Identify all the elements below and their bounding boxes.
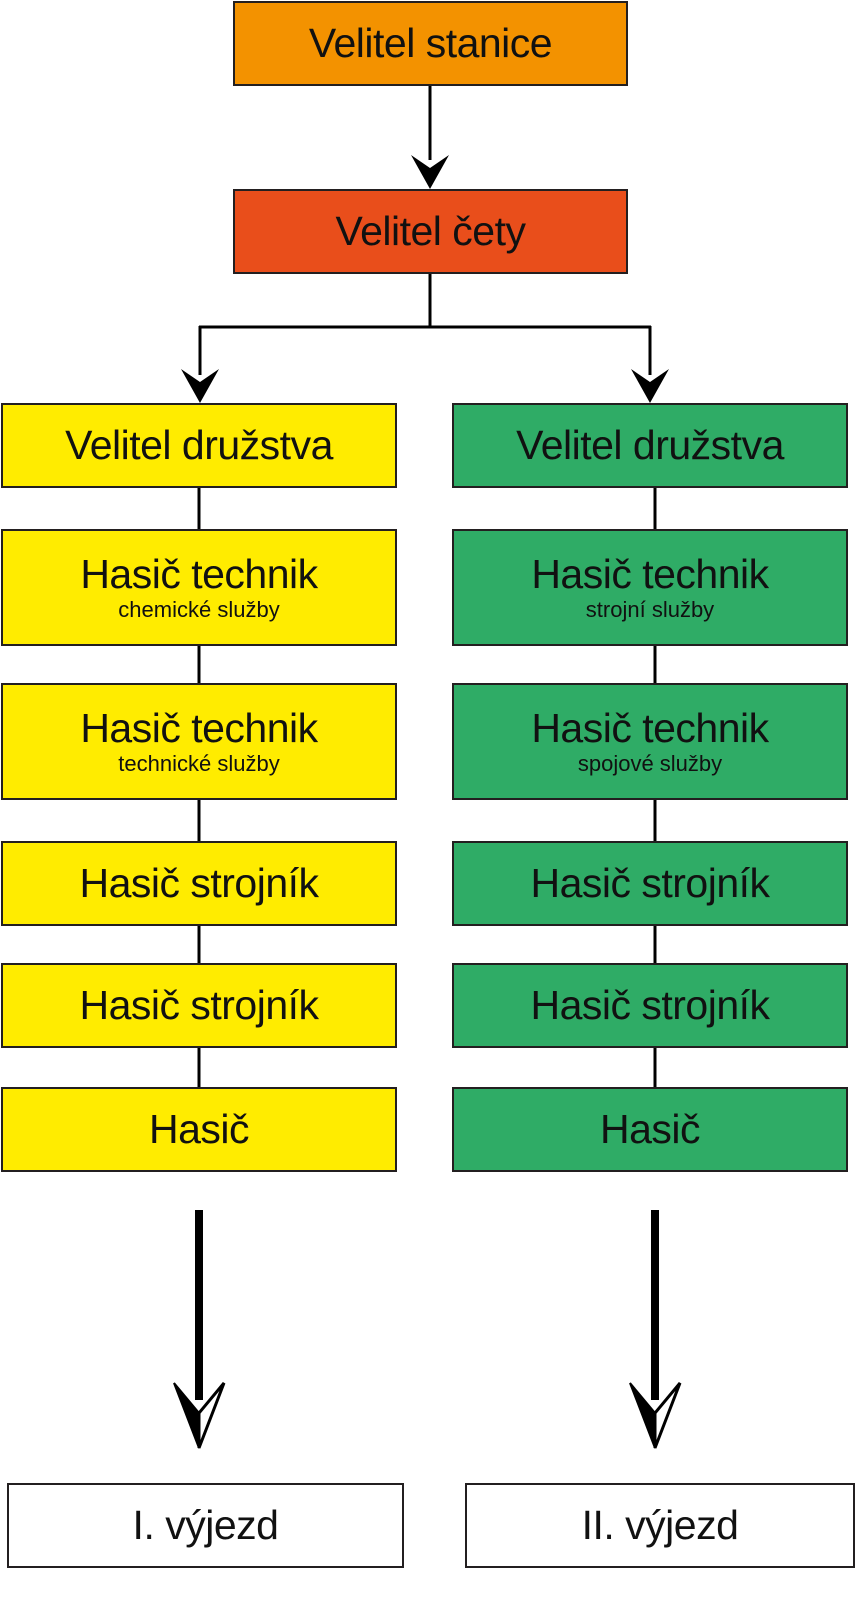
arrow-head-icon [181,369,219,403]
box-title: Velitel stanice [308,19,553,66]
dispatch-arrow-right-icon [629,1210,682,1449]
box-title: Hasič strojník [79,859,319,906]
left-machinist-box-1: Hasič strojník [1,841,397,926]
right-machinist-box-1: Hasič strojník [452,841,848,926]
dispatch-arrow-left-icon [173,1210,226,1449]
left-machinist-box-2: Hasič strojník [1,963,397,1048]
box-title: Hasič technik [80,551,318,598]
box-title: Hasič technik [531,551,769,598]
box-title: Hasič [599,1105,701,1152]
right-firefighter-box: Hasič [452,1087,848,1172]
left-technician-technical-box: Hasič technik technické služby [1,683,397,800]
box-title: II. výjezd [581,1501,739,1548]
platoon-commander-box: Velitel čety [233,189,628,274]
arrow-head-icon [631,369,669,403]
right-technician-communication-box: Hasič technik spojové služby [452,683,848,800]
box-title: Hasič technik [531,705,769,752]
box-subtitle: strojní služby [585,597,715,623]
box-title: Hasič strojník [530,981,770,1028]
right-technician-machine-box: Hasič technik strojní služby [452,529,848,646]
dispatch-second-box: II. výjezd [465,1483,855,1568]
right-squad-commander-box: Velitel družstva [452,403,848,488]
left-squad-commander-box: Velitel družstva [1,403,397,488]
box-title: I. výjezd [132,1501,279,1548]
box-subtitle: spojové služby [577,751,723,777]
right-machinist-box-2: Hasič strojník [452,963,848,1048]
arrow-head-icon [411,155,449,189]
box-subtitle: chemické služby [118,597,280,623]
box-title: Hasič technik [80,705,318,752]
left-technician-chemical-box: Hasič technik chemické služby [1,529,397,646]
box-title: Hasič [148,1105,250,1152]
station-commander-box: Velitel stanice [233,1,628,86]
box-subtitle: technické služby [118,751,280,777]
box-title: Hasič strojník [79,981,319,1028]
dispatch-first-box: I. výjezd [7,1483,404,1568]
box-title: Hasič strojník [530,859,770,906]
box-title: Velitel čety [335,207,527,254]
box-title: Velitel družstva [65,421,333,468]
left-firefighter-box: Hasič [1,1087,397,1172]
box-title: Velitel družstva [516,421,784,468]
